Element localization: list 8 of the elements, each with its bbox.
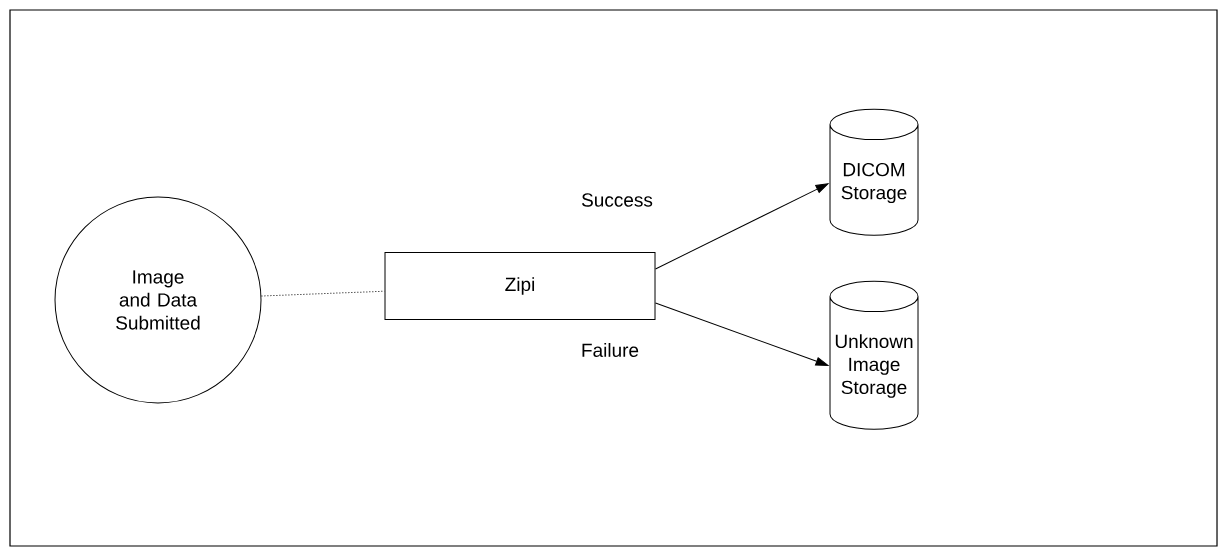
- storage-cylinder: DICOM Storage: [829, 108, 919, 236]
- edge-label: Failure: [579, 342, 641, 358]
- arrow: [655, 302, 829, 366]
- dotted-line: [260, 290, 385, 297]
- process-box: Zipi: [384, 252, 656, 320]
- arrow: [655, 183, 829, 270]
- storage-cylinder: Unknown Image Storage: [829, 280, 919, 430]
- edge-label: Success: [580, 192, 654, 208]
